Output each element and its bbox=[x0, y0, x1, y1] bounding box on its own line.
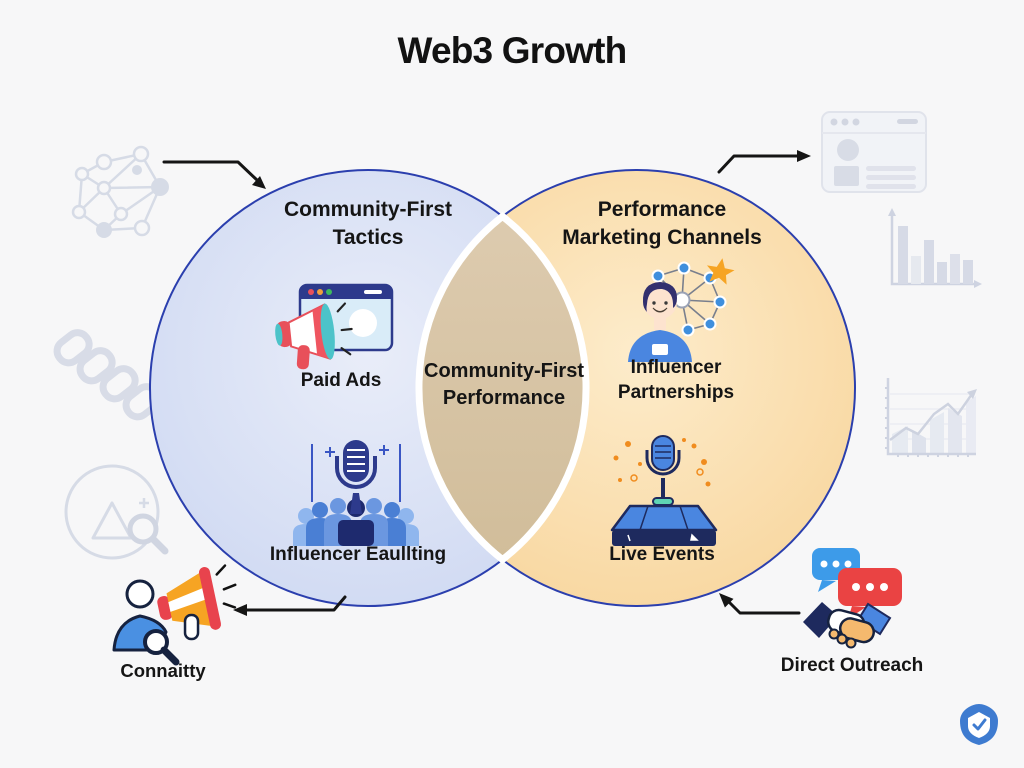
partnerships-label-line1: Influencer bbox=[630, 357, 722, 378]
person-network-star-icon bbox=[628, 258, 735, 362]
browser-megaphone-icon bbox=[275, 283, 394, 370]
handshake-icon bbox=[803, 602, 892, 649]
microphone-crowd-icon bbox=[293, 440, 419, 546]
live-events-label: Live Events bbox=[609, 544, 715, 565]
arrows bbox=[162, 150, 811, 616]
right-heading-line1: Performance bbox=[597, 198, 727, 221]
influencer-partnerships-label: Influencer Partnerships bbox=[576, 355, 776, 406]
venn-diagram bbox=[149, 169, 856, 607]
star-icon bbox=[706, 258, 735, 285]
arrow-top-right bbox=[717, 150, 811, 174]
person-megaphone-magnifier-icon bbox=[112, 564, 237, 666]
right-circle-heading: Performance Marketing Channels bbox=[532, 196, 792, 252]
overlap-label-line2: Performance bbox=[442, 386, 566, 409]
page-title: Web3 Growth bbox=[397, 30, 628, 71]
browser-window-icon bbox=[821, 111, 927, 193]
partnerships-label-line2: Partnerships bbox=[617, 382, 735, 404]
area-chart-icon bbox=[885, 378, 977, 457]
influencer-eaullting-label: Influencer Eaullting bbox=[269, 544, 447, 565]
bar-chart-icon bbox=[888, 208, 982, 288]
paid-ads-label: Paid Ads bbox=[300, 370, 382, 391]
triangle-magnifier-icon bbox=[64, 464, 169, 560]
arrow-bottom-left bbox=[233, 595, 347, 616]
left-heading-line2: Tactics bbox=[332, 225, 404, 249]
direct-outreach-label: Direct Outreach bbox=[780, 655, 924, 676]
overlap-lens bbox=[415, 211, 590, 565]
chain-links-icon bbox=[53, 329, 162, 421]
arrow-top-left bbox=[162, 160, 266, 189]
overlap-label: Community-First Performance bbox=[404, 358, 604, 411]
overlap-label-line1: Community-First bbox=[424, 360, 584, 382]
right-heading-line2: Marketing Channels bbox=[562, 225, 762, 249]
stage-microphone-icon bbox=[610, 435, 718, 546]
arrow-bottom-right bbox=[719, 593, 801, 615]
shield-check-logo bbox=[960, 704, 998, 745]
handshake-chat-bubbles-icon bbox=[803, 548, 902, 649]
network-graph-icon bbox=[71, 145, 169, 238]
left-circle-heading: Community-First Tactics bbox=[238, 196, 498, 252]
connaitty-label: Connaitty bbox=[120, 660, 206, 681]
left-heading-line1: Community-First bbox=[284, 198, 452, 221]
